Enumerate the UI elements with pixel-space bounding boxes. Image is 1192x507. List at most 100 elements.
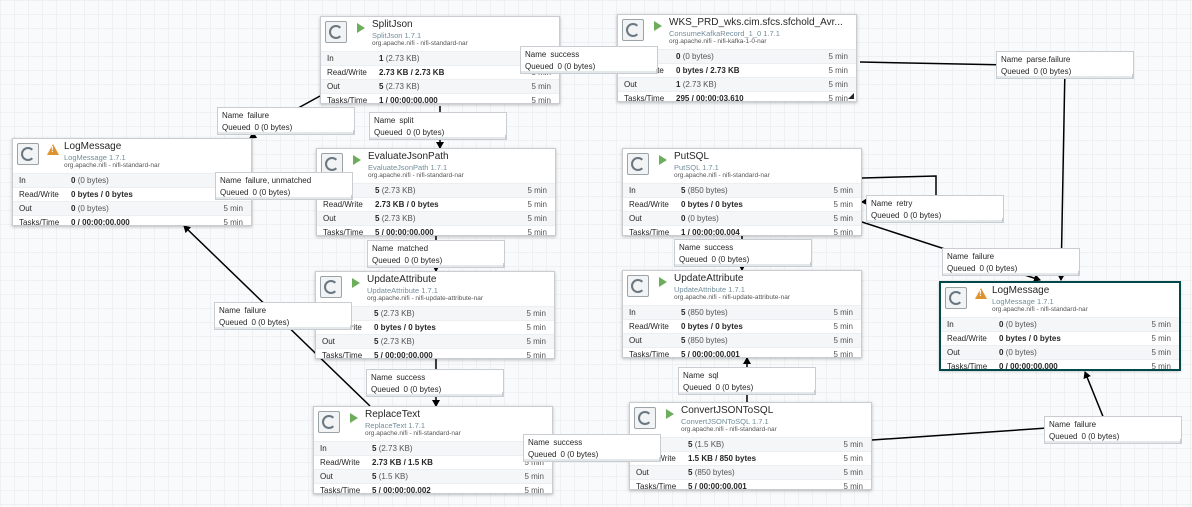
conn-queued-label: Queued xyxy=(1001,67,1030,76)
stat-in-value: 0 xyxy=(71,176,76,185)
stat-out-size: (0 bytes) xyxy=(77,204,109,213)
queue-bar xyxy=(679,390,815,394)
stat-tasks-label: Tasks/Time xyxy=(636,482,677,491)
stat-out-label: Out xyxy=(320,472,333,481)
conn-name-value: failure xyxy=(247,111,270,120)
conn-queued-value: 0 (0 bytes) xyxy=(252,188,291,197)
queue-bar xyxy=(1045,439,1181,443)
queue-bar xyxy=(524,457,660,461)
stat-out-time: 5 min xyxy=(833,214,853,223)
stat-tasks-value: 5 / 00:00:00.001 xyxy=(688,482,747,491)
stat-tasks-label: Tasks/Time xyxy=(320,486,361,495)
stat-tasks-time: 5 min xyxy=(527,228,547,237)
stat-out-value: 0 xyxy=(71,204,76,213)
queue-bar xyxy=(675,262,811,266)
conn-name-value: matched xyxy=(397,244,429,253)
stat-tasks-value: 295 / 00:00:03.610 xyxy=(676,94,744,103)
processor-updateattribute-right[interactable]: UpdateAttribute UpdateAttribute 1.7.1 or… xyxy=(622,270,862,361)
processor-putsql[interactable]: PutSQL PutSQL 1.7.1 org.apache.nifi - ni… xyxy=(622,148,862,239)
conn-queued-label: Queued xyxy=(220,188,249,197)
stat-rw-value: 0 bytes / 0 bytes xyxy=(681,200,743,209)
stat-out-time: 5 min xyxy=(828,80,848,89)
processor-name: PutSQL xyxy=(674,151,710,162)
processor-logmessage-left[interactable]: LogMessage LogMessage 1.7.1 org.apache.n… xyxy=(12,138,252,227)
conn-name-label: Name xyxy=(683,371,705,380)
stat-rw-value: 1.5 KB / 850 bytes xyxy=(688,454,757,463)
stat-in-size: (0 bytes) xyxy=(682,52,714,61)
processor-type: UpdateAttribute 1.7.1 xyxy=(367,286,438,295)
stat-tasks-value: 1 / 00:00:00.004 xyxy=(681,228,740,237)
stat-tasks-time: 5 min xyxy=(833,228,853,237)
stat-out-label: Out xyxy=(636,468,649,477)
processor-name: EvaluateJsonPath xyxy=(368,151,449,162)
warning-icon[interactable] xyxy=(975,288,987,299)
conn-name-label: Name xyxy=(528,438,550,447)
stat-in-size: (1.5 KB) xyxy=(694,440,725,449)
conn-name-value: retry xyxy=(896,199,913,208)
stat-tasks-time: 5 min xyxy=(828,94,848,103)
conn-queued-value: 0 (0 bytes) xyxy=(711,255,750,264)
stat-in-value: 5 xyxy=(374,309,379,318)
stat-tasks-label: Tasks/Time xyxy=(629,350,670,359)
stat-out-value: 0 xyxy=(681,214,686,223)
stat-rw-label: Read/Write xyxy=(320,458,360,467)
processor-convertjsontosql[interactable]: ConvertJSONToSQL ConvertJSONToSQL 1.7.1 … xyxy=(629,402,872,491)
stat-in-size: (2.73 KB) xyxy=(385,54,420,63)
processor-replacetext[interactable]: ReplaceText ReplaceText 1.7.1 org.apache… xyxy=(313,406,553,495)
stat-in-time: 5 min xyxy=(828,52,848,61)
conn-queued-value: 0 (0 bytes) xyxy=(1081,432,1120,441)
processor-icon xyxy=(17,143,39,165)
stat-rw-label: Read/Write xyxy=(629,322,669,331)
stat-tasks-time: 5 min xyxy=(531,96,551,105)
conn-name-label: Name xyxy=(525,50,547,59)
stat-tasks-time: 5 min xyxy=(1151,362,1171,371)
stat-tasks-label: Tasks/Time xyxy=(323,228,364,237)
conn-queued-value: 0 (0 bytes) xyxy=(404,256,443,265)
conn-name-label: Name xyxy=(679,243,701,252)
processor-name: LogMessage xyxy=(64,141,122,152)
stat-rw-time: 5 min xyxy=(526,323,546,332)
conn-queued-label: Queued xyxy=(679,255,708,264)
queue-bar xyxy=(216,195,352,199)
warning-icon[interactable] xyxy=(47,144,59,155)
stat-in-size: (850 bytes) xyxy=(687,186,728,195)
stat-out-label: Out xyxy=(19,204,32,213)
conn-queued-label: Queued xyxy=(372,256,401,265)
stat-in-time: 5 min xyxy=(527,186,547,195)
processor-name: LogMessage xyxy=(992,285,1050,296)
stat-rw-value: 0 bytes / 0 bytes xyxy=(999,334,1061,343)
stat-in-value: 5 xyxy=(681,308,686,317)
stat-tasks-time: 5 min xyxy=(833,350,853,359)
stat-out-label: Out xyxy=(629,336,642,345)
processor-logmessage-right[interactable]: LogMessage LogMessage 1.7.1 org.apache.n… xyxy=(940,282,1180,371)
processor-name: UpdateAttribute xyxy=(367,274,437,285)
stat-in-time: 5 min xyxy=(526,309,546,318)
processor-type: LogMessage 1.7.1 xyxy=(992,297,1054,306)
stat-rw-time: 5 min xyxy=(828,66,848,75)
stat-tasks-value: 5 / 00:00:00.002 xyxy=(372,486,431,495)
conn-name-label: Name xyxy=(1049,420,1071,429)
conn-queued-value: 0 (0 bytes) xyxy=(406,128,445,137)
stat-out-value: 5 xyxy=(374,337,379,346)
stat-out-label: Out xyxy=(624,80,637,89)
conn-name-value: failure, unmatched xyxy=(245,176,312,185)
processor-type: UpdateAttribute 1.7.1 xyxy=(674,285,745,294)
running-icon xyxy=(352,278,360,288)
